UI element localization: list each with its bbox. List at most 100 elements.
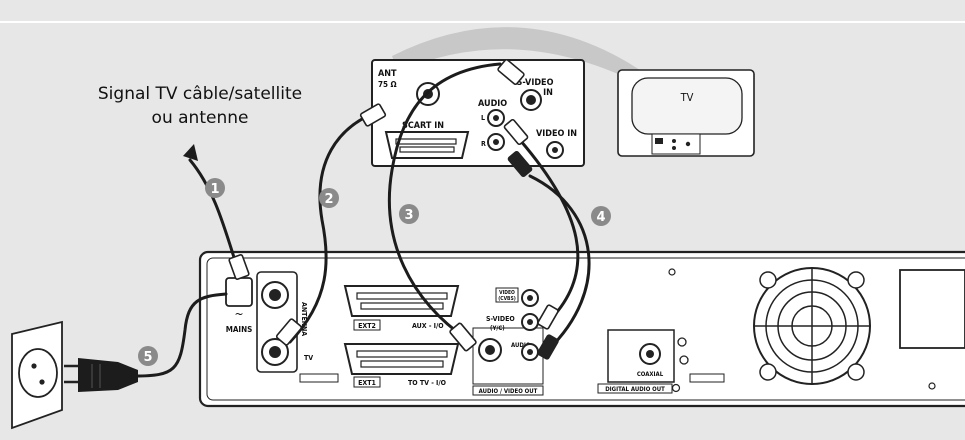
tv-connector-area (651, 133, 701, 155)
ext1-label-box (353, 376, 381, 388)
tv-ant-ohm: 75 Ω (378, 80, 397, 89)
coaxial-label: COAXIAL (637, 371, 664, 378)
caption-line-2: ou antenne (151, 108, 249, 128)
step-badge-5-circle (138, 346, 158, 366)
step-badges: 1 2 3 4 5 (138, 178, 611, 366)
power-plug (64, 358, 138, 392)
cable-3-svideo (387, 62, 502, 342)
step-label-5: 5 (143, 350, 152, 365)
plug-audio-l-tv (503, 118, 529, 146)
coaxial-core (646, 350, 654, 358)
signal-arrow-icon (183, 144, 198, 161)
tv-audio-label: AUDIO (478, 99, 507, 109)
tv-audio-r-core (493, 139, 499, 145)
step-badge-2-circle (319, 188, 339, 208)
tv-out-label: TV (304, 354, 313, 362)
fan-screw-1 (759, 271, 777, 289)
outlet-hole-1 (31, 363, 37, 369)
tv-audio-l: L (481, 114, 485, 122)
fan-screw-3 (759, 363, 777, 381)
video-cvbs-label-box (495, 287, 519, 303)
step-badge-3-circle (399, 204, 419, 224)
aux-label: AUX - I/O (412, 322, 444, 330)
tv-set: TV (617, 69, 755, 157)
video-cvbs-label-2: (CVBS) (498, 296, 516, 302)
tv-ant-label: ANT (378, 69, 397, 79)
ext1-scart-socket (343, 343, 460, 375)
tv-scart-pins (395, 138, 457, 153)
ext2-pins-row-2 (360, 302, 444, 310)
svideo-out-label-1: S-VIDEO (486, 315, 515, 323)
plug-svideo-recorder (449, 322, 477, 352)
cable-4-audio-r (528, 174, 591, 352)
tv-mini-jack-1 (672, 139, 676, 143)
label-plate-1 (299, 373, 339, 383)
signal-arc (392, 27, 655, 92)
plug-audio-r-tv (507, 150, 533, 178)
ext2-pins-row-1 (356, 292, 448, 300)
step-badge-4: 4 (591, 206, 611, 226)
tv-mini-jack-3 (685, 141, 691, 147)
av-out-label-box (472, 385, 544, 396)
ext1-pins-row-2 (360, 360, 444, 368)
outlet-hole-2 (39, 379, 45, 385)
plug-antenna-in (228, 254, 250, 280)
screw-2 (679, 355, 689, 365)
tv-rear-panel: ANT 75 Ω S-VIDEO IN AUDIO L R VIDEO IN S… (371, 59, 585, 167)
audio-out-label: AUDIO (511, 342, 531, 349)
plug-tv-out (275, 318, 303, 346)
svideo-out-label-2: (Y/C) (490, 325, 505, 332)
screw-4 (668, 268, 676, 276)
cable-2-rf (288, 112, 374, 344)
svideo-out-core (485, 345, 495, 355)
mains-label: MAINS (226, 325, 253, 334)
tv-audio-r: R (481, 140, 486, 148)
step-label-1: 1 (210, 182, 219, 197)
screw-3 (671, 383, 681, 393)
tv-video-in-label: VIDEO IN (536, 129, 577, 139)
tv-svideo-label-1: S-VIDEO (517, 78, 554, 88)
ext1-pins-row-1 (356, 350, 448, 358)
tv-scart-pins-row-1 (395, 138, 457, 145)
tv-svideo-label-2: IN (543, 88, 553, 98)
cable-4-audio-l (518, 138, 580, 324)
step-badge-1-circle (205, 178, 225, 198)
screw-1 (677, 337, 687, 347)
recorder-inner-edge (206, 257, 965, 401)
tv-svideo-socket-core (526, 95, 536, 105)
tv-scart-in-label: SCART IN (402, 121, 444, 131)
caption-line-1: Signal TV câble/satellite (97, 84, 303, 104)
tv-mini-jack-2 (672, 146, 676, 150)
ext2-scart-socket (343, 285, 460, 317)
signal-source-caption: Signal TV câble/satellite ou antenne (70, 82, 330, 130)
ext2-label-box (353, 319, 381, 331)
plug-audio-l-recorder (537, 304, 559, 330)
tv-scart-pins-row-2 (399, 146, 455, 153)
outlet-socket (18, 348, 58, 398)
wall-outlet (11, 320, 63, 430)
label-plate-2 (689, 373, 725, 383)
step-badge-2: 2 (319, 188, 339, 208)
antenna-in-core (269, 289, 281, 301)
plugs (228, 58, 559, 360)
tv-label: TV (680, 91, 694, 104)
mains-socket (225, 277, 253, 307)
audio-l-out-core (527, 319, 533, 325)
fan-screw-4 (847, 363, 865, 381)
plug-svideo-tv (497, 58, 525, 86)
tv-audio-l-core (493, 115, 499, 121)
step-label-4: 4 (596, 210, 605, 225)
step-badge-5: 5 (138, 346, 158, 366)
ext1-label: EXT1 (358, 379, 376, 387)
fan-screw-2 (847, 271, 865, 289)
cable-5-power (133, 292, 228, 378)
av-out-label: AUDIO / VIDEO OUT (479, 388, 538, 395)
step-label-3: 3 (404, 208, 413, 223)
screw-5 (928, 382, 936, 390)
side-vent (899, 269, 965, 349)
cooling-fan (753, 267, 871, 385)
digital-out-label: DIGITAL AUDIO OUT (605, 386, 665, 393)
step-label-2: 2 (324, 192, 333, 207)
